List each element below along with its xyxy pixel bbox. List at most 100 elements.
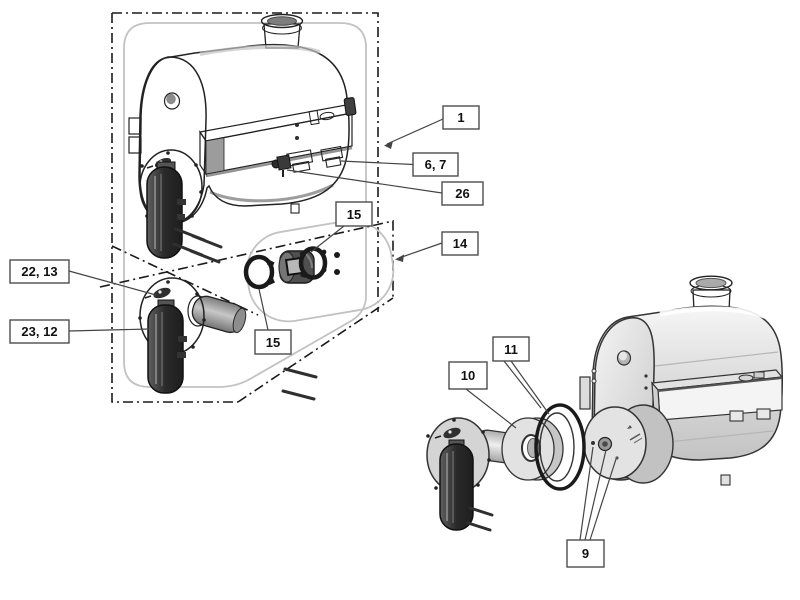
- burner-cover-top: [146, 161, 186, 259]
- bar-top-stub-right: [753, 371, 765, 379]
- callout-6-7-leader: [340, 160, 414, 166]
- manifold-bar-right: [650, 369, 784, 422]
- callout-11-leader-1: [503, 360, 542, 409]
- callout-22-13: 22, 13: [9, 259, 70, 284]
- face-pin-1: [591, 368, 597, 374]
- frame-inner-ghost-border: [123, 22, 367, 388]
- cover-clip-4: [177, 352, 186, 358]
- callout-15-bottom: 15: [254, 329, 292, 355]
- callout-26: 26: [441, 181, 484, 206]
- callout-23-12-label: 23, 12: [21, 324, 57, 339]
- callout-14-leader: [398, 242, 443, 259]
- igniter-lower: [144, 287, 171, 299]
- body-seam-lower: [657, 430, 774, 444]
- callout-10-box: [448, 361, 488, 390]
- o-ring-right: [298, 246, 328, 280]
- burner-assembly-lower: [138, 277, 318, 401]
- callout-9-box: [566, 539, 605, 568]
- cap-slash-1: [629, 433, 641, 441]
- callout-22-13-leader: [68, 270, 157, 296]
- face-dot-1: [644, 374, 648, 378]
- callout-1-box: [442, 105, 480, 130]
- frame-top-right-border: [112, 12, 379, 312]
- burner-cover-right: [439, 439, 474, 531]
- callout-26-box: [441, 181, 484, 206]
- blast-tube-lower: [191, 295, 247, 334]
- callout-15-bottom-label: 15: [266, 335, 280, 350]
- bar-top-cap: [319, 111, 335, 121]
- callout-14-arrowhead: [395, 254, 404, 262]
- cover-clip-2: [177, 214, 185, 220]
- callout-9-leader-3: [589, 458, 617, 541]
- callout-14-label: 14: [453, 236, 468, 251]
- body-seam-upper: [654, 351, 779, 367]
- mounting-studs-top: [172, 227, 223, 264]
- boiler-assembly-right: [579, 275, 784, 486]
- cap-slash-2: [633, 437, 643, 444]
- callout-23-12-leader: [68, 328, 150, 332]
- callout-leaders: [68, 118, 617, 541]
- callout-26-leader: [286, 169, 443, 194]
- callout-1-label: 1: [457, 110, 464, 125]
- flue-pipe-top: [260, 13, 304, 49]
- callout-15-top-box: [335, 201, 373, 227]
- face-dot-2: [644, 386, 648, 390]
- end-cap-screw: [591, 441, 595, 445]
- mounting-studs-lower: [281, 367, 318, 401]
- callout-6-7-box: [412, 152, 459, 177]
- inspection-hole-top: [163, 92, 181, 110]
- inspection-hole-inner-right: [619, 351, 627, 361]
- callout-9: 9: [566, 539, 605, 568]
- bar-foot-1: [729, 410, 744, 422]
- callout-1-arrowhead: [384, 141, 393, 149]
- callouts: 1 6, 7 26 15 14 15 22, 13 23, 12: [9, 105, 605, 568]
- callout-23-12-box: [9, 319, 70, 344]
- o-ring-left: [243, 254, 275, 290]
- callout-1: 1: [442, 105, 480, 130]
- burner-cover-lower: [147, 299, 187, 394]
- bar-top-cap-right: [738, 374, 754, 382]
- callout-11-label: 11: [504, 342, 518, 357]
- screw-position-dots: [321, 249, 340, 275]
- mounting-studs-right: [466, 506, 494, 532]
- end-cap-hub-center: [602, 441, 608, 447]
- callout-11-box: [492, 336, 530, 362]
- callout-14-box: [441, 231, 479, 256]
- callout-15-top-label: 15: [347, 207, 361, 222]
- callout-9-label: 9: [582, 546, 589, 561]
- body-bottom-shadow: [209, 183, 334, 203]
- drain-fitting-top: [290, 203, 300, 214]
- frame-left-bottom-border: [111, 13, 238, 403]
- seal-parts-group: [243, 246, 340, 290]
- callout-23-12: 23, 12: [9, 319, 70, 344]
- body-dot-2: [295, 136, 299, 140]
- callout-10-leader: [465, 388, 517, 429]
- cover-clip-3: [178, 336, 187, 342]
- frame14-border: [99, 219, 394, 298]
- burner-exploded-right: [426, 403, 586, 532]
- gasket-ring-11: [534, 403, 586, 491]
- flame-disc-10: [501, 417, 564, 481]
- callout-9-leader-2: [584, 449, 607, 541]
- group-frame-1: [111, 12, 394, 403]
- callout-14: 14: [441, 231, 479, 256]
- boiler-assembly-top: [128, 13, 357, 264]
- callout-6-7: 6, 7: [412, 152, 459, 177]
- body-top-highlight: [199, 44, 321, 56]
- body-top-highlight-right: [659, 306, 774, 322]
- callout-22-13-label: 22, 13: [21, 264, 57, 279]
- left-bracket-tab-right-boiler: [579, 376, 591, 410]
- group-frame-14: [99, 219, 395, 323]
- cap-flag-mark: [627, 425, 632, 429]
- bar-end-stub: [343, 97, 357, 116]
- callout-1-leader: [386, 118, 444, 145]
- bar-foot-2: [756, 408, 771, 420]
- callout-6-7-label: 6, 7: [425, 157, 447, 172]
- cap-surface-dot: [615, 456, 619, 460]
- frame-bottom-diagonal: [237, 297, 394, 403]
- drain-fitting-right: [720, 474, 731, 486]
- callout-10: 10: [448, 361, 488, 390]
- callout-26-label: 26: [455, 186, 469, 201]
